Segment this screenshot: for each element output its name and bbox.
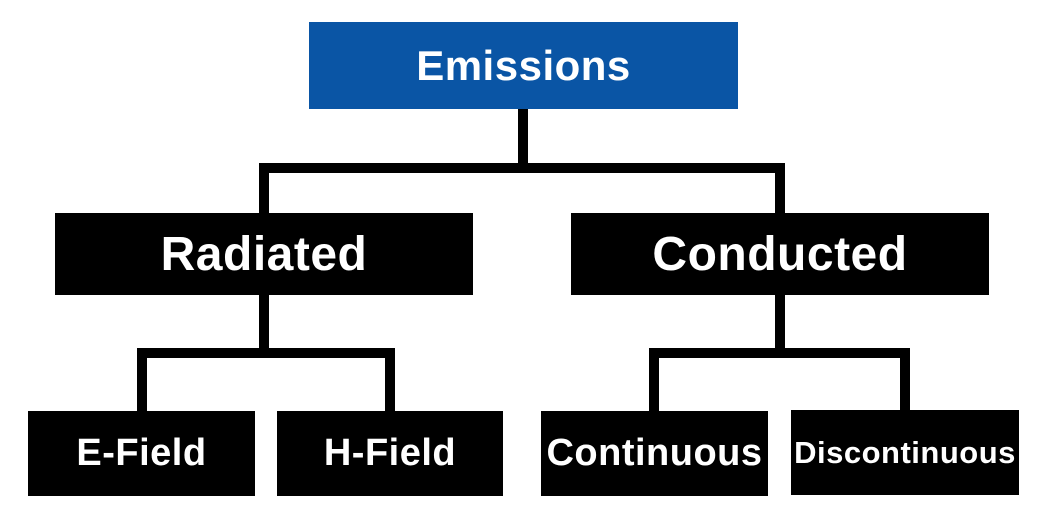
node-emissions: Emissions [309,22,738,109]
connector-root-stem [518,109,528,173]
node-radiated: Radiated [55,213,473,295]
connector-drop-efield [137,348,147,411]
connector-conducted-hbar [649,348,910,358]
connector-drop-conducted [775,163,785,213]
connector-top-hbar [259,163,785,173]
node-conducted: Conducted [571,213,989,295]
node-continuous: Continuous [541,411,768,496]
connector-drop-radiated [259,163,269,213]
connector-radiated-hbar [137,348,395,358]
node-discontinuous: Discontinuous [791,410,1019,495]
connector-drop-hfield [385,348,395,411]
connector-drop-continuous [649,348,659,411]
node-h-field: H-Field [277,411,503,496]
connector-conducted-stem [775,295,785,358]
connector-drop-discontinuous [900,348,910,411]
node-e-field: E-Field [28,411,255,496]
connector-radiated-stem [259,295,269,358]
